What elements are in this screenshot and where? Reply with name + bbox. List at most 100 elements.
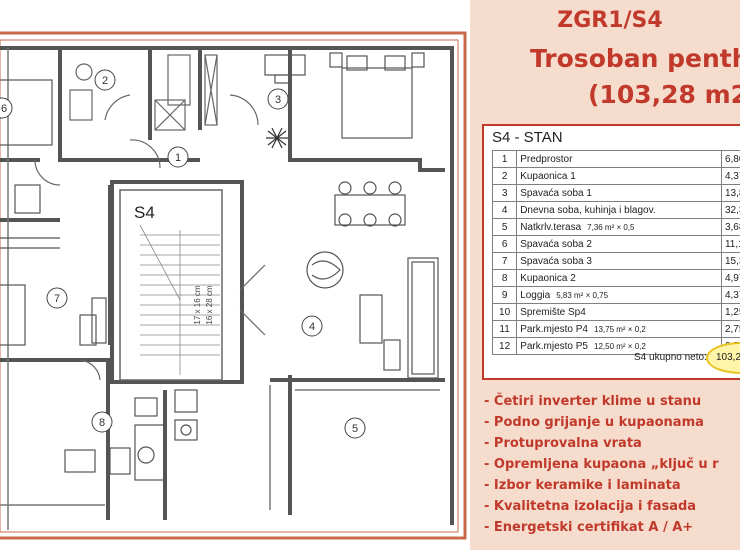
stair-dimension-1: 17 x 16 cm [193,285,202,324]
room-name-text: Natkrlv.terasa [520,221,582,233]
row-room-name: Loggia 5,83 m² × 0,75 [516,286,722,304]
room-marker-labels: 1 2 3 4 5 6 7 8 [1,75,358,435]
thin-walls [0,48,440,530]
feature-item: - Izbor keramike i laminata [484,478,681,493]
room-number-4: 4 [309,321,315,333]
room-name-text: Spavaća soba 1 [520,187,592,199]
room-number-8: 8 [99,417,105,429]
row-area: 13,83 [720,184,740,202]
row-number: 5 [491,218,518,236]
row-area: 3,68 [720,218,740,236]
row-area: 32,31 [720,201,740,219]
row-number: 12 [491,337,518,355]
row-area: 11,11 [720,235,740,253]
room-name-text: Park.mjesto P4 [520,323,588,335]
room-name-text: Spremište Sp4 [520,306,586,318]
apartment-type: Trosoban penth [530,44,740,73]
row-area: 4,37 [720,286,740,304]
row-area: 2,75 [720,320,740,338]
plan-inner-border [0,39,459,533]
apartment-code: ZGR1/S4 [557,8,663,33]
row-number: 11 [491,320,518,338]
row-number: 1 [491,150,518,168]
info-panel: ZGR1/S4 Trosoban penth (103,28 m2 S4 - S… [470,0,740,550]
total-value: 103,2 [716,352,740,363]
room-name-text: Loggia [520,289,551,301]
row-number: 7 [491,252,518,270]
row-area: 15,34 [720,252,740,270]
plant-icon [266,127,288,149]
total-label: S4 ukupno neto: [634,352,707,363]
row-area: 6,80 [720,150,740,168]
room-number-5: 5 [352,423,358,435]
row-room-name: Predprostor [516,150,722,168]
row-room-name: Kupaonica 1 [516,167,722,185]
room-table-title: S4 - STAN [492,129,563,146]
room-name-text: Park.mjesto P5 [520,340,588,352]
feature-item: - Energetski certifikat A / A+ [484,520,694,535]
floor-plan: 1 2 3 4 5 6 7 8 S4 17 x 16 cm 16 x 28 cm [0,31,467,540]
room-name-text: Predprostor [520,153,573,165]
room-area-multiplier: 5,83 m² × 0,75 [556,290,609,300]
row-room-name: Spremište Sp4 [516,303,722,321]
bathroom-fixtures-bottom [64,397,158,475]
stair-dimension-2: 16 x 28 cm [205,285,214,324]
room-number-3: 3 [275,94,281,106]
plan-outer-border [0,31,467,540]
feature-item: - Četiri inverter klime u stanu [484,394,702,409]
room-name-text: Spavaća soba 2 [520,238,592,250]
row-room-name: Kupaonica 2 [516,269,722,287]
row-number: 3 [491,184,518,202]
feature-item: - Opremljena kupaona „ključ u r [484,457,719,472]
walls [0,46,454,525]
stair-core [110,180,244,384]
door-swings [34,94,266,381]
row-room-name: Spavaća soba 3 [516,252,722,270]
row-area: 1,25 [720,303,740,321]
room-name-text: Spavaća soba 3 [520,255,592,267]
row-number: 9 [491,286,518,304]
row-room-name: Park.mjesto P5 12,50 m² × 0,2 [516,337,722,355]
room-number-7: 7 [54,293,60,305]
room-name-text: Kupaonica 2 [520,272,576,284]
row-room-name: Dnevna soba, kuhinja i blagov. [516,201,722,219]
room-area-multiplier: 12,50 m² × 0,2 [594,341,646,351]
apartment-area: (103,28 m2 [588,80,740,109]
row-area: 4,37 [720,167,740,185]
feature-item: - Protuprovalna vrata [484,436,642,451]
feature-list: - Četiri inverter klime u stanu- Podno g… [484,394,719,541]
row-area: 4,97 [720,269,740,287]
living-room-furniture [134,181,439,481]
bedrooms-left-furniture [0,79,107,346]
row-room-name: Natkrlv.terasa 7,36 m² × 0,5 [516,218,722,236]
room-number-1: 1 [175,152,181,164]
room-name-text: Kupaonica 1 [520,170,576,182]
row-room-name: Spavaća soba 2 [516,235,722,253]
row-number: 4 [491,201,518,219]
room-area-multiplier: 7,36 m² × 0,5 [587,222,635,232]
room-markers [0,69,366,439]
row-room-name: Spavaća soba 1 [516,184,722,202]
room-number-6: 6 [1,103,7,115]
room-number-2: 2 [102,75,108,87]
bathroom-fixtures-top [69,54,218,131]
row-number: 10 [491,303,518,321]
unit-label: S4 [134,203,155,222]
room-name-text: Dnevna soba, kuhinja i blagov. [520,204,656,216]
row-number: 2 [491,167,518,185]
feature-item: - Kvalitetna izolacija i fasada [484,499,697,514]
row-number: 6 [491,235,518,253]
